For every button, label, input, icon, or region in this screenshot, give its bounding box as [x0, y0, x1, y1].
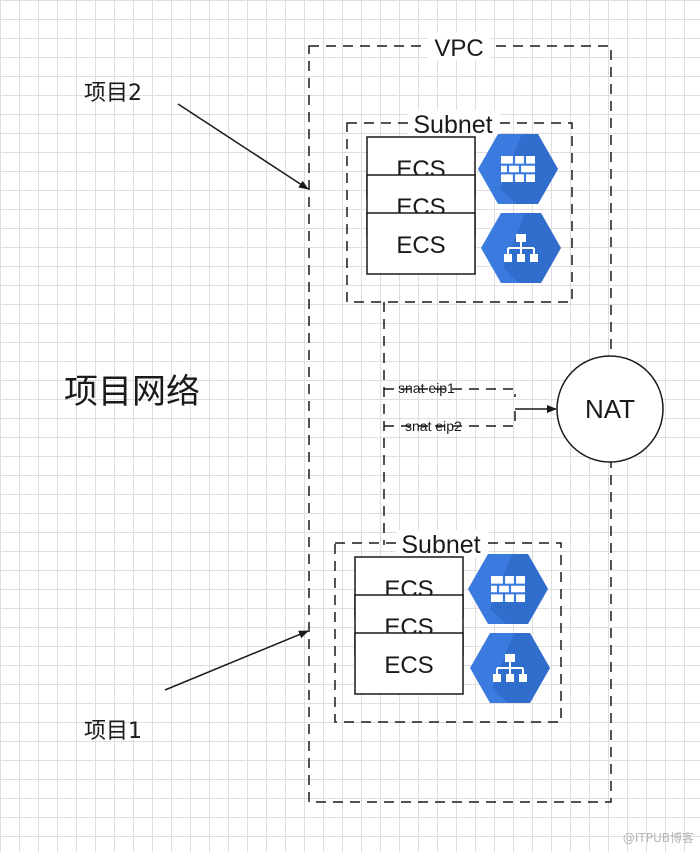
nat-label: NAT [585, 394, 635, 424]
project1-label: 项目1 [84, 719, 142, 744]
project-network-label: 项目网络 [64, 372, 200, 412]
network-tree-icon [470, 633, 550, 703]
project2-label: 项目2 [84, 81, 142, 106]
nat-gateway [556, 355, 664, 463]
snat-eip2-line [384, 409, 516, 427]
project2-arrow [177, 103, 309, 190]
subnet-top-label: Subnet [413, 111, 492, 139]
subnet-top: Subnet ECS ECS ECS [346, 110, 573, 303]
svg-text:ECS: ECS [396, 232, 445, 259]
ecs-instance: ECS [354, 632, 464, 695]
subnet-bottom: Subnet ECS ECS ECS [334, 530, 562, 723]
network-tree-icon [481, 213, 561, 283]
subnet-bottom-border [334, 542, 562, 723]
subnet-bottom-label: Subnet [401, 531, 480, 559]
snat-eip1-label: snat eip1 [398, 380, 455, 396]
firewall-icon [478, 134, 558, 204]
snat-eip2-label: snat eip2 [405, 418, 462, 434]
project1-arrow [164, 630, 309, 691]
snat-eip1-line [384, 388, 516, 397]
watermark: @ITPUB博客 [623, 830, 694, 845]
subnet-top-border [346, 122, 573, 303]
vpc-label: VPC [434, 35, 483, 62]
firewall-icon [468, 554, 548, 624]
ecs-instance: ECS [366, 212, 476, 275]
svg-text:ECS: ECS [384, 652, 433, 679]
